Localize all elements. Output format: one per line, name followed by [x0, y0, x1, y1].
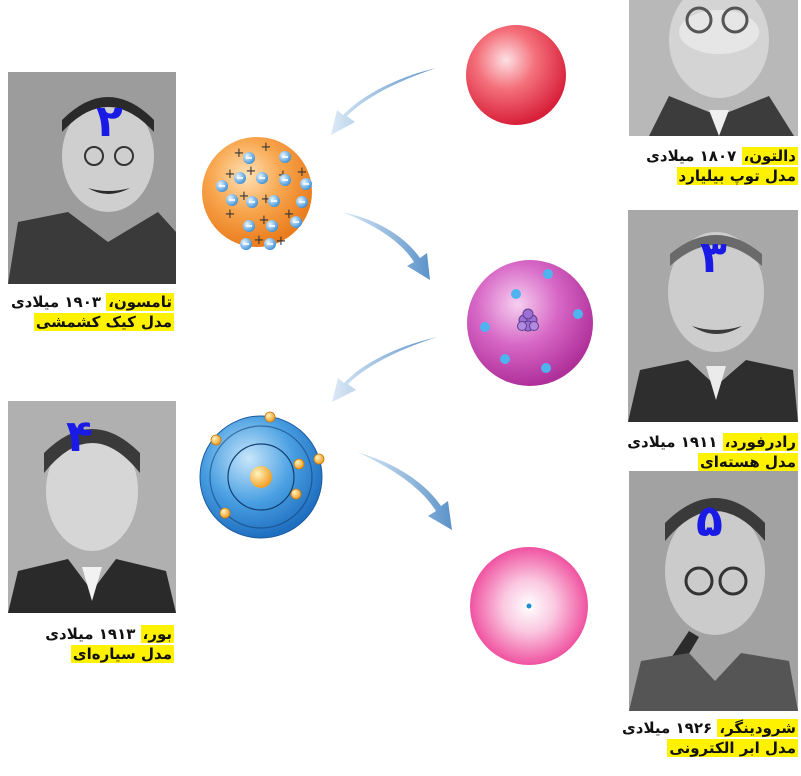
arrow-bohr-to-schrodinger: [357, 452, 452, 530]
positive-charge: +: [225, 207, 236, 222]
schrodinger-portrait: [629, 471, 798, 711]
bohr-year: ۱۹۱۳ میلادی: [45, 625, 136, 643]
rutherford-year: ۱۹۱۱ میلادی: [627, 433, 718, 451]
thomson-atom: +++++++++++++: [202, 137, 312, 250]
thomson-name: تامسون،: [106, 293, 174, 311]
bohr-model: مدل سیاره‌ای: [70, 645, 174, 663]
rutherford-atom: [467, 260, 593, 386]
electron: [210, 434, 222, 446]
electron: [266, 220, 278, 232]
electron: [573, 309, 583, 319]
positive-charge: +: [276, 234, 287, 249]
positive-charge: +: [259, 213, 270, 228]
rutherford-portrait: [628, 210, 798, 422]
rutherford-nucleus: [517, 308, 539, 332]
positive-charge: +: [225, 167, 236, 182]
bohr-nucleus: [250, 466, 272, 488]
bohr-number: ۴: [66, 411, 93, 462]
electron: [226, 194, 238, 206]
positive-charge: +: [246, 164, 257, 179]
bohr-atom: [199, 411, 325, 539]
electron: [246, 196, 258, 208]
schrodinger-caption: شرودینگر، ۱۹۲۶ میلادی مدل ابر الکترونی: [622, 718, 798, 758]
positive-charge: +: [284, 207, 295, 222]
electron: [256, 172, 268, 184]
thomson-year: ۱۹۰۳ میلادی: [10, 293, 102, 311]
positive-charge: +: [234, 146, 245, 161]
electron: [243, 152, 255, 164]
schrodinger-atom: [470, 547, 588, 665]
dalton-model: مدل توپ بیلیارد: [676, 167, 798, 185]
schrodinger-year: ۱۹۲۶ میلادی: [622, 719, 713, 737]
electron: [313, 453, 325, 465]
bohr-name: بور،: [140, 625, 174, 643]
positive-charge: +: [297, 165, 308, 180]
electron: [500, 354, 510, 364]
dalton-year: ۱۸۰۷ میلادی: [646, 147, 737, 165]
positive-charge: +: [254, 233, 265, 248]
electron: [264, 238, 276, 250]
arrow-dalton-to-thomson: [331, 68, 436, 135]
bohr-caption: بور، ۱۹۱۳ میلادی مدل سیاره‌ای: [45, 624, 174, 664]
electron: [290, 488, 302, 500]
electron: [279, 174, 291, 186]
electron: [264, 411, 276, 423]
electron: [296, 196, 308, 208]
rutherford-number: ۳: [700, 232, 727, 283]
positive-charge: +: [261, 192, 272, 207]
bohr-portrait: [8, 401, 176, 613]
arrow-rutherford-to-bohr: [332, 337, 437, 402]
electron: [216, 180, 228, 192]
electron: [290, 216, 302, 228]
electron: [480, 322, 490, 332]
electron: [234, 172, 246, 184]
positive-charge: +: [261, 140, 272, 155]
rutherford-caption: رادرفورد، ۱۹۱۱ میلادی مدل هسته‌ای: [627, 432, 798, 472]
electron: [300, 178, 312, 190]
schrodinger-name: شرودینگر،: [717, 719, 798, 737]
dalton-caption: دالتون، ۱۸۰۷ میلادی مدل توپ بیلیارد: [646, 146, 798, 186]
dalton-atom: [466, 25, 566, 125]
electron: [219, 507, 231, 519]
rutherford-name: رادرفورد،: [722, 433, 798, 451]
electron: [543, 269, 553, 279]
electron: [511, 289, 521, 299]
thomson-model: مدل کیک کشمشی: [33, 313, 174, 331]
thomson-number: ۲: [96, 96, 123, 147]
schrodinger-number: ۵: [696, 496, 723, 547]
dalton-portrait: [629, 0, 798, 136]
electron: [268, 195, 280, 207]
thomson-portrait: [8, 72, 176, 284]
electron: [293, 458, 305, 470]
rutherford-model: مدل هسته‌ای: [698, 453, 798, 471]
electron: [541, 363, 551, 373]
dalton-name: دالتون،: [741, 147, 798, 165]
electron: [240, 238, 252, 250]
electron: [243, 220, 255, 232]
positive-charge: +: [239, 189, 250, 204]
schrodinger-model: مدل ابر الکترونی: [667, 739, 798, 757]
thomson-caption: تامسون، ۱۹۰۳ میلادی مدل کیک کشمشی: [11, 292, 174, 332]
arrow-thomson-to-rutherford: [342, 212, 430, 280]
electron: [279, 151, 291, 163]
